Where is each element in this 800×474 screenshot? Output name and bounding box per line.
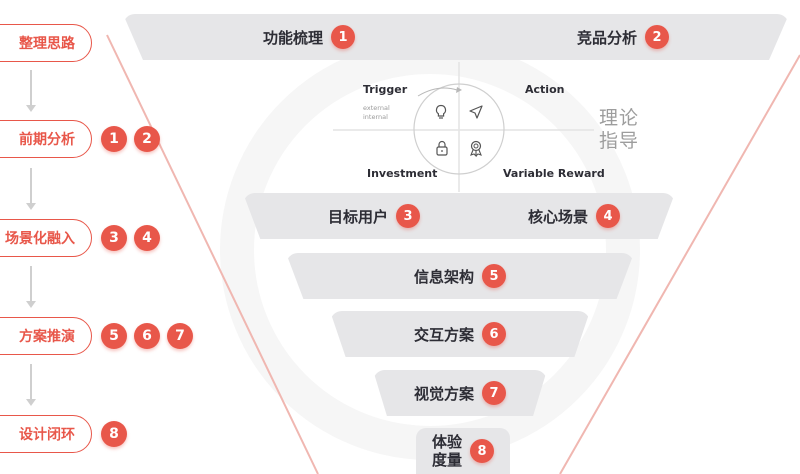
number-badge: 3: [101, 225, 127, 251]
lock-icon: [436, 140, 448, 156]
hook-investment-label: Investment: [367, 167, 438, 180]
funnel-bar-2: 目标用户 3 核心场景 4: [243, 193, 675, 239]
number-badge: 2: [645, 25, 669, 49]
step-design-closed-loop: 设计闭环: [0, 415, 92, 453]
number-badge: 6: [134, 323, 160, 349]
funnel-bar-6: 体验 度量 8: [416, 428, 510, 474]
number-badge: 8: [470, 439, 494, 463]
number-badge: 7: [482, 381, 506, 405]
hook-internal-label: internal: [363, 113, 388, 121]
funnel-bar-1: 功能梳理 1 竞品分析 2: [123, 14, 789, 60]
award-icon: [470, 140, 482, 157]
step-badges: 8: [101, 421, 127, 447]
feature-review-item: 功能梳理 1: [263, 25, 356, 49]
number-badge: 1: [101, 126, 127, 152]
hook-trigger-label: Trigger: [363, 83, 408, 96]
step-organize-ideas: 整理思路: [0, 24, 92, 62]
number-badge: 4: [596, 204, 620, 228]
core-scenario-item: 核心场景 4: [528, 204, 620, 228]
step-arrow: [26, 168, 36, 210]
funnel-bar-4: 交互方案 6: [330, 311, 590, 357]
competitor-analysis-item: 竞品分析 2: [577, 25, 669, 49]
step-arrow: [26, 266, 36, 308]
step-preliminary-analysis: 前期分析: [0, 120, 92, 158]
step-badges: 3 4: [101, 225, 160, 251]
number-badge: 3: [396, 204, 421, 228]
number-badge: 5: [101, 323, 127, 349]
number-badge: 5: [482, 264, 506, 288]
hook-external-label: external: [363, 104, 390, 112]
theory-guidance-label: 理论 指导: [599, 107, 640, 152]
funnel-bar-5: 视觉方案 7: [373, 370, 547, 416]
step-arrow: [26, 70, 36, 112]
number-badge: 7: [167, 323, 193, 349]
target-users-item: 目标用户 3: [328, 204, 421, 228]
number-badge: 6: [482, 322, 506, 346]
step-solution-deduction: 方案推演: [0, 317, 92, 355]
funnel-bar-3: 信息架构 5: [286, 253, 634, 299]
number-badge: 8: [101, 421, 127, 447]
step-badges: 1 2: [101, 126, 160, 152]
hook-variable-reward-label: Variable Reward: [503, 167, 605, 180]
lightbulb-icon: [435, 104, 447, 119]
hook-action-label: Action: [525, 83, 565, 96]
step-arrow: [26, 364, 36, 406]
step-scenario-integration: 场景化融入: [0, 219, 92, 257]
step-badges: 5 6 7: [101, 323, 193, 349]
send-icon: [469, 105, 483, 119]
number-badge: 4: [134, 225, 160, 251]
number-badge: 1: [331, 25, 356, 49]
number-badge: 2: [134, 126, 160, 152]
